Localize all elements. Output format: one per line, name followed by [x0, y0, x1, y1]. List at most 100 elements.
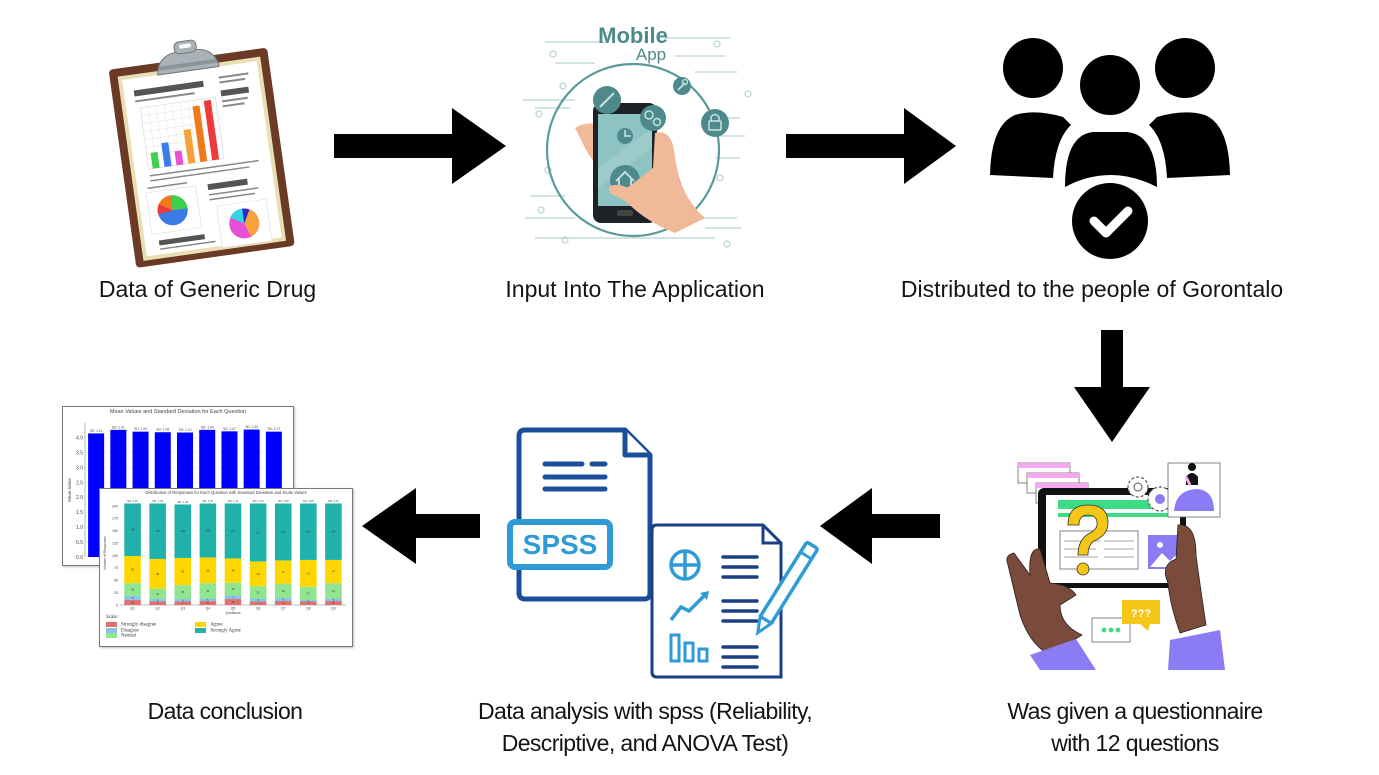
- segment-value-label: 27: [307, 591, 310, 595]
- arrow-left-icon: [362, 488, 480, 564]
- stacked-segment: [199, 601, 217, 605]
- stacked-segment: [325, 503, 342, 560]
- y-tick-label: 4.0: [76, 436, 83, 442]
- step-label-spss-line1: Data analysis with spss (Reliability,: [478, 698, 813, 724]
- step-label-questionnaire-line1: Was given a questionnaire: [1007, 698, 1263, 724]
- x-tick-label: Q2: [155, 607, 160, 611]
- sd-annotation: SD: 1.11: [228, 499, 239, 503]
- legend-swatch: [106, 622, 117, 627]
- segment-value-label: 106: [130, 528, 135, 532]
- legend-label: Agree: [210, 622, 223, 628]
- stacked-segment: [124, 596, 141, 601]
- segment-value-label: 7: [308, 601, 310, 605]
- stacked-segment: [174, 557, 192, 586]
- distribution-chart-title: Distribution of Responses for Each Quest…: [145, 490, 307, 495]
- result-charts-icon: Mean Values and Standard Deviation for E…: [62, 406, 354, 648]
- stacked-segment: [224, 599, 242, 605]
- legend-label: Disagree: [121, 628, 139, 634]
- segment-value-label: 29: [282, 589, 285, 593]
- stacked-segment: [199, 598, 217, 602]
- y-tick-label: 3.0: [76, 465, 83, 471]
- segment-value-label: 114: [306, 530, 311, 534]
- stacked-segment: [274, 583, 292, 599]
- x-tick-label: Q5: [231, 607, 236, 611]
- segment-value-label: 31: [332, 589, 335, 593]
- segment-value-label: 7: [232, 595, 234, 599]
- sd-annotation: SD: 1.00: [303, 499, 314, 503]
- step-label-spss-line2: Descriptive, and ANOVA Test): [501, 730, 789, 756]
- y-tick-label: 1.0: [76, 525, 83, 531]
- legend-item: Agree: [195, 622, 266, 628]
- segment-value-label: 60: [156, 572, 159, 576]
- x-tick-label: Q7: [281, 607, 286, 611]
- stacked-segment: [300, 601, 317, 605]
- segment-value-label: 7: [257, 601, 259, 605]
- y-tick-label: 150: [112, 529, 118, 533]
- stacked-segment: [199, 503, 217, 558]
- y-tick-label: 0: [116, 603, 118, 607]
- x-tick-label: Q4: [206, 607, 211, 611]
- y-tick-label: 175: [112, 517, 118, 521]
- stacked-segment: [174, 504, 192, 558]
- segment-value-label: 26: [131, 588, 134, 592]
- legend-label: Strongly disagree: [121, 622, 157, 628]
- arrow-right-icon: [334, 108, 506, 184]
- segment-value-label: 5: [333, 598, 335, 602]
- mobile-app-icon: Mobile App: [515, 18, 752, 248]
- y-tick-label: 2.5: [76, 480, 83, 486]
- stacked-segment: [325, 559, 342, 584]
- stacked-segment: [274, 560, 292, 584]
- segment-value-label: 114: [331, 530, 336, 534]
- y-tick-label: 1.5: [76, 510, 83, 516]
- sd-annotation: SD: 1.01: [152, 499, 163, 503]
- y-tick-label: 100: [112, 554, 118, 558]
- segment-value-label: 28: [181, 590, 184, 594]
- step-label-distributed-to-people: Distributed to the people of Gorontalo: [900, 276, 1284, 302]
- segment-value-label: 50: [257, 572, 260, 576]
- y-tick-label: 200: [112, 504, 118, 508]
- legend-swatch: [195, 622, 207, 627]
- question-bubble-text: ???: [1131, 608, 1151, 620]
- stacked-segment: [224, 503, 242, 559]
- stacked-segment: [249, 503, 267, 562]
- stacked-segment: [300, 600, 317, 602]
- segment-value-label: 7: [182, 601, 184, 605]
- segment-value-label: 55: [131, 568, 134, 572]
- segment-value-label: 6: [257, 598, 259, 602]
- step-label-data-of-generic-drug: Data of Generic Drug: [98, 276, 317, 302]
- y-tick-label: 0.5: [76, 540, 83, 546]
- stacked-segment: [224, 582, 242, 596]
- segment-value-label: 47: [332, 570, 335, 574]
- y-axis-label: Mean Value: [67, 478, 72, 502]
- stacked-segment: [249, 598, 267, 602]
- clipboard-report-icon: [100, 30, 300, 268]
- x-tick-label: Q3: [181, 607, 186, 611]
- segment-value-label: 8: [282, 601, 284, 605]
- segment-value-label: 21: [156, 592, 159, 596]
- stacked-segment: [300, 586, 317, 601]
- stacked-segment: [124, 503, 141, 556]
- y-tick-label: 2.0: [76, 495, 83, 501]
- legend-label: Strongly Agree: [210, 628, 241, 634]
- segment-value-label: 31: [206, 589, 209, 593]
- y-tick-label: 125: [112, 541, 118, 545]
- segment-value-label: 8: [207, 601, 209, 605]
- spss-documents-icon: SPSS: [505, 425, 820, 680]
- stacked-segment: [274, 601, 292, 605]
- sd-annotation: SD: 1.00: [245, 425, 258, 429]
- stacked-segment: [174, 599, 192, 602]
- segment-value-label: 55: [181, 570, 184, 574]
- group-check-icon: [985, 35, 1235, 260]
- x-tick-label: Q1: [130, 607, 135, 611]
- legend-item: Disagree: [106, 627, 181, 634]
- sd-annotation: SD: 1.08: [278, 499, 289, 503]
- sd-annotation: SD: 1.06: [156, 428, 169, 432]
- stacked-segment: [199, 583, 217, 599]
- segment-value-label: 54: [307, 571, 310, 575]
- sd-annotation: SD: 1.03: [134, 427, 147, 431]
- sd-annotation: SD: 1.07: [328, 499, 339, 503]
- arrow-right-icon: [786, 108, 956, 184]
- segment-value-label: 5: [157, 598, 159, 602]
- y-tick-label: 75: [114, 566, 118, 570]
